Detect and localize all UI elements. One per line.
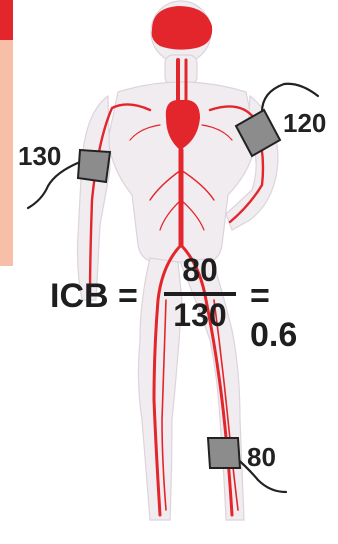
cuff-ankle [208,438,240,468]
formula-result: = 0.6 [250,277,320,355]
formula-numerator: 80 [164,252,236,289]
cuff-value-ankle: 80 [247,444,276,470]
formula-lhs: ICB = [50,277,138,316]
formula-denominator: 130 [152,297,248,334]
cuff-right-arm [78,150,110,182]
cuff-value-right-arm: 130 [18,143,61,169]
fraction-bar [164,292,236,296]
cuff-value-left-arm: 120 [283,110,326,136]
index-formula: ICB = 80 130 = 0.6 [50,252,320,332]
